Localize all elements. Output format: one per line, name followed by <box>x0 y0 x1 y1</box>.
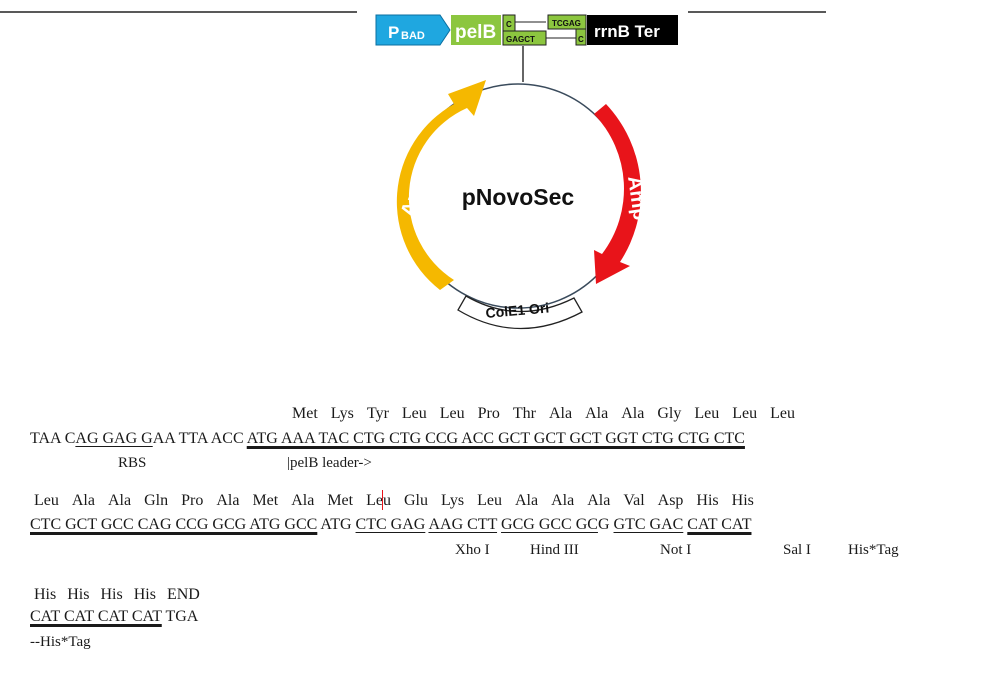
amino-acid: Gln <box>144 492 169 509</box>
amino-acid: Lys <box>440 492 465 509</box>
noti-label: Not I <box>660 542 692 558</box>
atg-codon: ATG <box>317 516 356 533</box>
promoter-arrow: P BAD <box>375 14 451 46</box>
amino-acid: END <box>166 586 200 603</box>
terminator-block: rrnB Ter <box>587 15 678 45</box>
promoter-subscript: BAD <box>401 30 425 42</box>
amino-acid: Leu <box>366 492 391 509</box>
amino-acid: Leu <box>439 405 465 422</box>
amino-acid: Met <box>252 492 279 509</box>
site1-bottom: GAGCT <box>506 35 535 44</box>
amino-acid: Ala <box>107 492 132 509</box>
pelb-codons-2: CTC GCT GCC CAG CCG GCG ATG GCC <box>30 516 318 533</box>
ori-label: ColE1 Ori <box>485 299 550 320</box>
stop-codon: TGA <box>161 608 199 625</box>
amino-acid: Ala <box>71 492 95 509</box>
ori-box: ColE1 Ori <box>457 295 583 330</box>
aa-row-1: Met Lys Tyr Leu Leu Pro Thr Ala Ala Ala Gly Leu Leu L… <box>292 405 808 423</box>
amino-acid: Leu <box>694 405 720 422</box>
seq1-mid: AA TTA ACC <box>152 430 247 447</box>
amino-acid: Ala <box>587 492 611 509</box>
noti-tail: G <box>597 516 614 533</box>
amp-arrow <box>594 104 641 284</box>
amino-acid: Leu <box>732 405 758 422</box>
his-seq-2: CAT CAT CAT CAT <box>30 608 162 625</box>
amino-acid: Ala <box>548 405 573 422</box>
site2-bottom: C <box>578 35 584 44</box>
amino-acid: Thr <box>512 405 536 422</box>
seq1-prefix: TAA C <box>30 430 76 447</box>
amino-acid: Ala <box>551 492 575 509</box>
amino-acid: His <box>100 586 123 603</box>
sali-label: Sal I <box>783 542 811 558</box>
aa-list-3: His His His His END <box>34 586 211 604</box>
amino-acid: His <box>731 492 754 509</box>
aa-list-2: Leu Ala Ala Gln Pro Ala Met Ala Met Leu Glu Lys Leu A… <box>34 492 767 510</box>
seq-line-3: CAT CAT CAT CAT TGA <box>30 608 198 626</box>
amino-acid: Pro <box>477 405 500 422</box>
amino-acid: Glu <box>403 492 428 509</box>
site2-top: TCGAG <box>552 19 581 28</box>
amino-acid: Pro <box>181 492 204 509</box>
sali-site-box: TCGAG C <box>547 14 587 46</box>
hindiii-label: Hind III <box>530 542 579 558</box>
amino-acid: Met <box>327 492 354 509</box>
seq-line-2: CTC GCT GCC CAG CCG GCG ATG GCC ATG CTC … <box>30 516 751 534</box>
amino-acid: Met <box>292 405 318 422</box>
amino-acid: Lys <box>330 405 354 422</box>
site1-top: C <box>506 20 512 29</box>
cleavage-marker <box>382 490 383 510</box>
xhoi-site-box: C GAGCT <box>502 14 547 46</box>
amino-acid: Val <box>623 492 645 509</box>
pelb-codons-1: ATG AAA TAC CTG CTG CCG ACC GCT GCT GCT … <box>246 430 745 447</box>
amino-acid: Leu <box>401 405 427 422</box>
pelb-label: pelB <box>455 22 496 43</box>
noti-seq: GCG GCC GC <box>501 516 598 533</box>
amino-acid: Ala <box>585 405 609 422</box>
amino-acid: His <box>133 586 156 603</box>
amino-acid: His <box>67 586 90 603</box>
hindiii-seq: AAG CTT <box>428 516 498 533</box>
amino-acid: Ala <box>216 492 240 509</box>
amino-acid: Tyr <box>366 405 389 422</box>
plasmid-name: pNovoSec <box>462 184 575 210</box>
xhoi-seq: CTC GAG <box>355 516 426 533</box>
histag-label-1: His*Tag <box>848 542 899 558</box>
histag-label-2: --His*Tag <box>30 634 91 650</box>
pelb-block: pelB <box>451 15 501 45</box>
amino-acid: Ala <box>621 405 645 422</box>
amino-acid: His <box>696 492 719 509</box>
amino-acid: His <box>34 586 57 603</box>
arac-arrow <box>396 80 486 290</box>
rbs-seq: AG GAG G <box>75 430 153 447</box>
pelb-leader-label: |pelB leader-> <box>287 455 372 471</box>
amino-acid: Gly <box>657 405 682 422</box>
xhoi-label: Xho I <box>455 542 490 558</box>
seq-line-1: TAA CAG GAG GAA TTA ACC ATG AAA TAC CTG … <box>30 430 745 448</box>
amino-acid: Leu <box>477 492 502 509</box>
amino-acid: Ala <box>291 492 315 509</box>
aa-list-1: Met Lys Tyr Leu Leu Pro Thr Ala Ala Ala Gly Leu Leu L… <box>292 405 808 423</box>
aa-row-3: His His His His END <box>34 586 211 604</box>
rbs-label: RBS <box>118 455 147 471</box>
plasmid-map: P BAD pelB C GAGCT TCGAG C rrnB Ter AraC… <box>0 11 826 330</box>
promoter-label: P <box>388 23 399 42</box>
amino-acid: Ala <box>514 492 539 509</box>
terminator-label: rrnB Ter <box>594 22 660 41</box>
amino-acid: Asp <box>657 492 684 509</box>
amino-acid: Leu <box>34 492 59 509</box>
aa-row-2: Leu Ala Ala Gln Pro Ala Met Ala Met Leu Glu Lys Leu A… <box>34 492 767 510</box>
amino-acid: Leu <box>770 405 795 422</box>
sali-seq: GTC GAC <box>613 516 684 533</box>
his-seq-1: CAT CAT <box>687 516 752 533</box>
